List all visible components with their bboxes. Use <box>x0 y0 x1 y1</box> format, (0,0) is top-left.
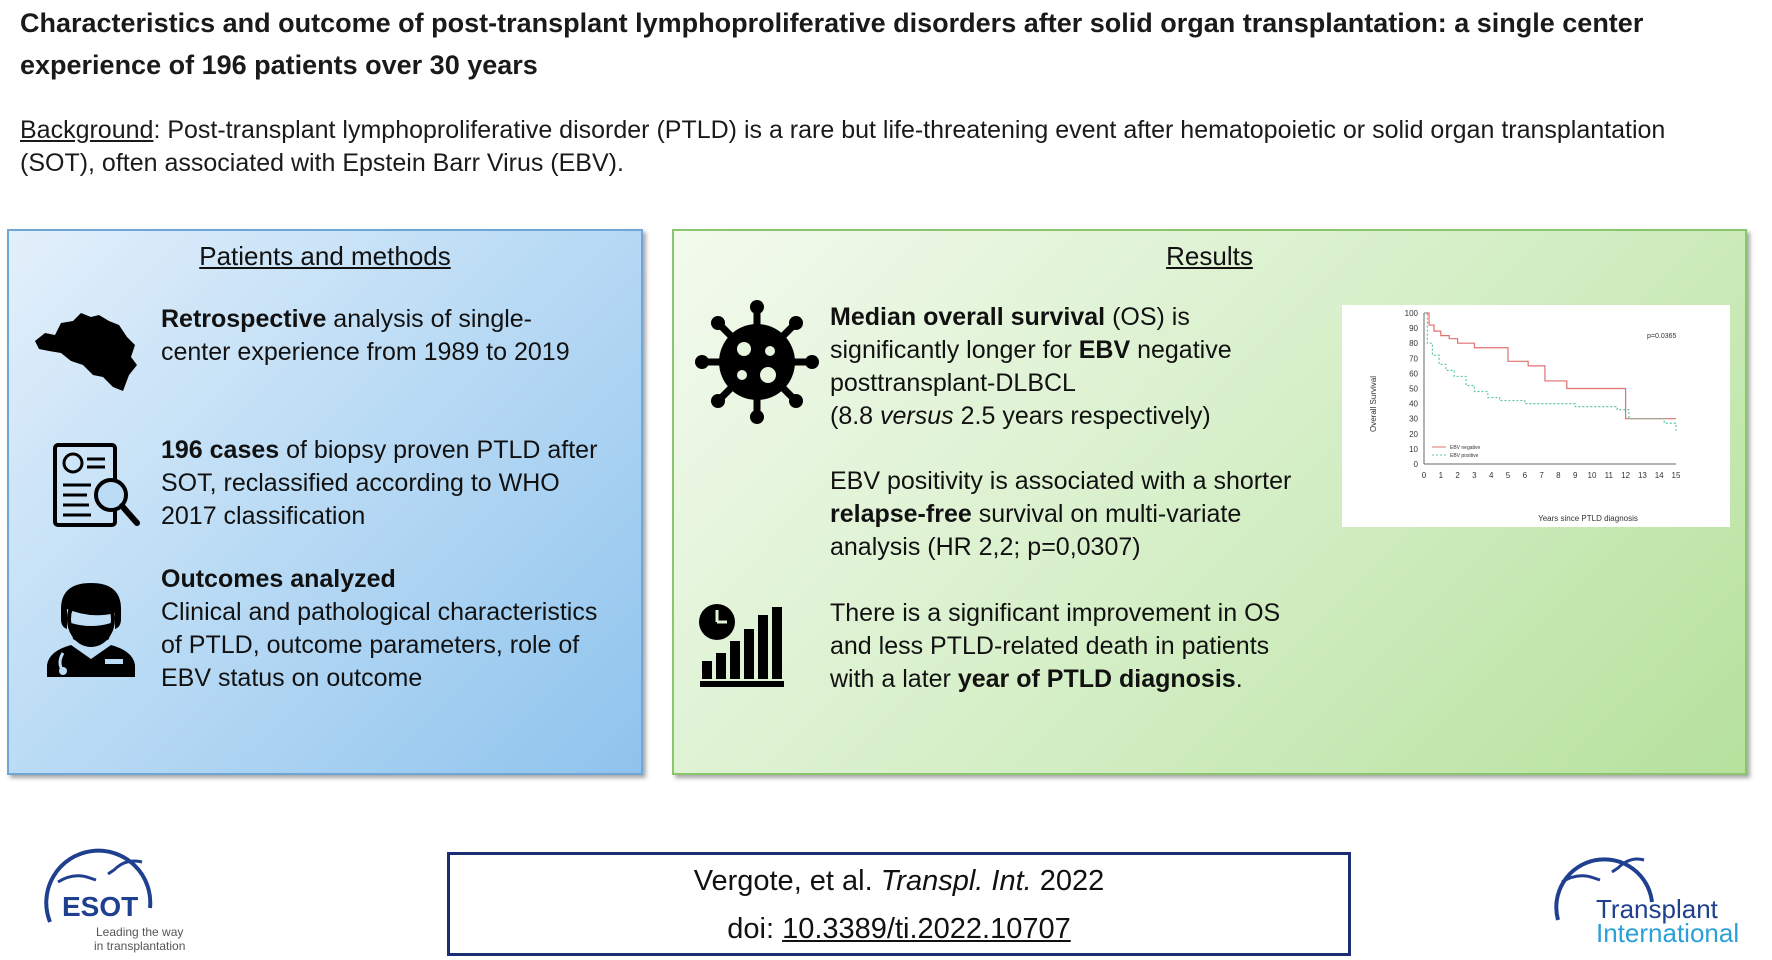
chart-series-2 <box>1424 312 1677 431</box>
methods-item-1-text: analysis of single-center experience fro… <box>161 305 570 366</box>
clock-bar-chart-icon <box>699 604 784 687</box>
citation-doi-link[interactable]: 10.3389/ti.2022.10707 <box>782 913 1071 945</box>
citation-year: 2022 <box>1031 865 1105 897</box>
chart-y-tick-label: 30 <box>1409 415 1418 424</box>
result-1-bold-ebv: EBV <box>1078 336 1131 364</box>
citation-doi-label: doi: <box>727 913 783 945</box>
methods-item-3-text: Clinical and pathological characteristic… <box>161 598 598 692</box>
chart-series-1 <box>1424 312 1676 420</box>
chart-y-label: Overall Survival <box>1369 376 1378 432</box>
result-1-text-c: (8.8 <box>830 402 881 430</box>
result-2-text: EBV positivity is associated with a shor… <box>830 465 1300 564</box>
methods-heading-text: Patients and methods <box>199 241 451 271</box>
result-1-bold-os: Median overall survival <box>830 303 1106 331</box>
chart-y-tick-label: 70 <box>1409 354 1418 363</box>
esot-logo: ESOT Leading the way in transplantation <box>38 836 208 956</box>
chart-y-tick-label: 100 <box>1405 309 1419 318</box>
belgium-map-icon <box>35 313 137 391</box>
report-magnifier-icon <box>53 443 140 527</box>
transplant-international-logo: Transplant International <box>1548 838 1770 958</box>
chart-x-tick-label: 0 <box>1422 471 1427 480</box>
methods-item-2: 196 cases of biopsy proven PTLD after SO… <box>161 434 621 533</box>
chart-y-tick-label: 50 <box>1409 385 1418 394</box>
result-1-text: Median overall survival (OS) is signific… <box>830 301 1250 433</box>
result-3-text-a: There is a significant improvement in OS… <box>830 599 1281 693</box>
background-text: : Post-transplant lymphoproliferative di… <box>20 116 1666 177</box>
result-2-text-a: EBV positivity is associated with a shor… <box>830 467 1292 495</box>
chart-y-tick-label: 0 <box>1414 460 1419 469</box>
result-2-text-b: survival on multi-variate analysis (HR 2… <box>830 500 1242 561</box>
chart-legend-label: EBV positive <box>1450 453 1479 459</box>
chart-x-tick-label: 13 <box>1638 471 1647 480</box>
chart-x-tick-label: 1 <box>1439 471 1444 480</box>
esot-tagline-1: Leading the way <box>96 925 183 939</box>
chart-x-tick-label: 4 <box>1489 471 1494 480</box>
chart-x-tick-label: 5 <box>1506 471 1511 480</box>
survival-chart: Overall Survival Years since PTLD diagno… <box>1342 305 1730 527</box>
result-3-text: There is a significant improvement in OS… <box>830 597 1320 696</box>
methods-item-2-bold: 196 cases <box>161 436 280 464</box>
esot-tagline-2: in transplantation <box>94 939 185 953</box>
methods-item-1-bold: Retrospective <box>161 305 327 333</box>
result-1-text-a: (OS) is significantly longer for <box>830 303 1190 364</box>
citation-journal: Transpl. Int. <box>880 865 1032 897</box>
chart-y-tick-label: 10 <box>1409 445 1418 454</box>
result-1-italic: versus <box>880 402 954 430</box>
methods-heading: Patients and methods <box>9 241 641 272</box>
chart-x-tick-label: 14 <box>1655 471 1664 480</box>
background-label: Background <box>20 116 154 144</box>
citation-line-1: Vergote, et al. Transpl. Int. 2022 <box>450 857 1348 905</box>
result-1-text-d: 2.5 years respectively) <box>953 402 1211 430</box>
result-3-bold: year of PTLD diagnosis <box>957 665 1236 693</box>
esot-name: ESOT <box>62 891 138 922</box>
methods-panel: Patients and methods Retrospective analy… <box>7 229 643 775</box>
doctor-icon <box>47 583 135 677</box>
chart-x-tick-label: 10 <box>1588 471 1597 480</box>
chart-x-tick-label: 8 <box>1556 471 1561 480</box>
chart-x-tick-label: 9 <box>1573 471 1578 480</box>
chart-x-tick-label: 12 <box>1621 471 1630 480</box>
methods-item-1: Retrospective analysis of single-center … <box>161 303 601 369</box>
chart-x-tick-label: 11 <box>1605 471 1614 480</box>
citation-authors: Vergote, et al. <box>693 865 881 897</box>
background-paragraph: Background: Post-transplant lymphoprolif… <box>20 114 1720 180</box>
result-1 <box>828 267 1248 300</box>
methods-item-3-bold: Outcomes analyzed <box>161 565 396 593</box>
ti-line-2: International <box>1596 918 1739 948</box>
results-heading-text: Results <box>1166 241 1253 271</box>
esot-logo-graphic: ESOT Leading the way in transplantation <box>44 848 185 953</box>
chart-y-tick-label: 90 <box>1409 324 1418 333</box>
virus-icon <box>695 300 819 424</box>
page-title: Characteristics and outcome of post-tran… <box>20 8 1644 80</box>
chart-y-tick-label: 80 <box>1409 339 1418 348</box>
chart-x-tick-label: 2 <box>1455 471 1460 480</box>
citation-box: Vergote, et al. Transpl. Int. 2022 doi: … <box>447 852 1351 956</box>
citation-line-2: doi: 10.3389/ti.2022.10707 <box>450 905 1348 953</box>
chart-x-tick-label: 15 <box>1672 471 1681 480</box>
result-1-text-b: negative posttransplant-DLBCL <box>830 336 1232 397</box>
chart-x-tick-label: 6 <box>1523 471 1528 480</box>
result-2-bold: relapse-free <box>830 500 972 528</box>
chart-annotation: p=0.0365 <box>1647 333 1676 340</box>
chart-x-tick-label: 7 <box>1539 471 1544 480</box>
results-heading: Results <box>674 241 1745 272</box>
chart-y-tick-label: 20 <box>1409 430 1418 439</box>
chart-y-tick-label: 40 <box>1409 400 1418 409</box>
chart-x-tick-label: 3 <box>1472 471 1477 480</box>
survival-chart-svg: Overall Survival Years since PTLD diagno… <box>1369 309 1681 523</box>
ti-logo-graphic: Transplant International <box>1554 857 1739 948</box>
chart-y-tick-label: 60 <box>1409 369 1418 378</box>
result-3-text-b: . <box>1235 665 1243 693</box>
methods-item-2-text: of biopsy proven PTLD after SOT, reclass… <box>161 436 598 530</box>
chart-x-label: Years since PTLD diagnosis <box>1538 514 1638 523</box>
ti-line-1: Transplant <box>1596 894 1719 924</box>
chart-legend-label: EBV negative <box>1450 445 1481 451</box>
